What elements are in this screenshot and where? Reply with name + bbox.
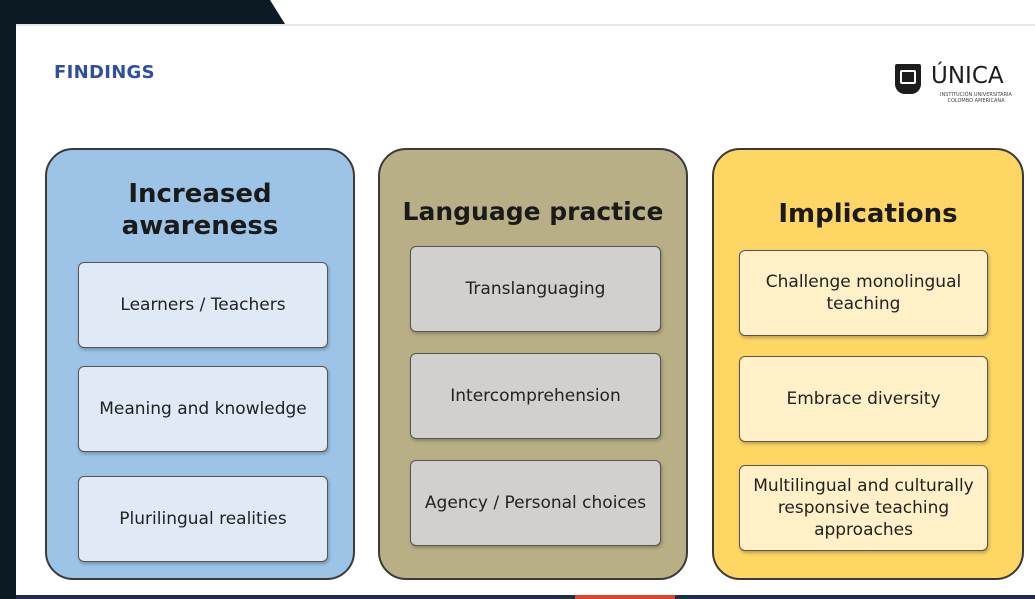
item-box: Translanguaging	[410, 246, 661, 332]
column-implications: Implications Challenge monolingual teach…	[712, 148, 1024, 580]
column-heading: Implications	[778, 199, 958, 229]
bottom-accent-rule	[575, 595, 675, 599]
item-box: Intercomprehension	[410, 353, 661, 439]
column-heading: Language practice	[402, 197, 664, 226]
column-increased-awareness: Increased awareness Learners / Teachers …	[45, 148, 355, 580]
top-banner	[0, 0, 285, 24]
unica-logo: ÚNICA INSTITUCIÓN UNIVERSITARIA COLOMBO …	[895, 64, 1021, 104]
column-language-practice: Language practice Translanguaging Interc…	[378, 148, 688, 580]
item-box: Challenge monolingual teaching	[739, 250, 988, 336]
logo-subtitle: INSTITUCIÓN UNIVERSITARIA COLOMBO AMERIC…	[940, 92, 1012, 104]
item-box: Agency / Personal choices	[410, 460, 661, 546]
bottom-rule	[16, 595, 1035, 599]
item-box: Plurilingual realities	[78, 476, 328, 562]
column-heading: Increased awareness	[121, 179, 279, 241]
shield-icon	[895, 64, 921, 94]
item-box: Meaning and knowledge	[78, 366, 328, 452]
logo-name: ÚNICA	[931, 63, 1004, 89]
item-box: Learners / Teachers	[78, 262, 328, 348]
item-box: Embrace diversity	[739, 356, 988, 442]
slide-title: FINDINGS	[54, 62, 155, 83]
item-box: Multilingual and culturally responsive t…	[739, 465, 988, 551]
left-edge-bar	[0, 0, 16, 599]
